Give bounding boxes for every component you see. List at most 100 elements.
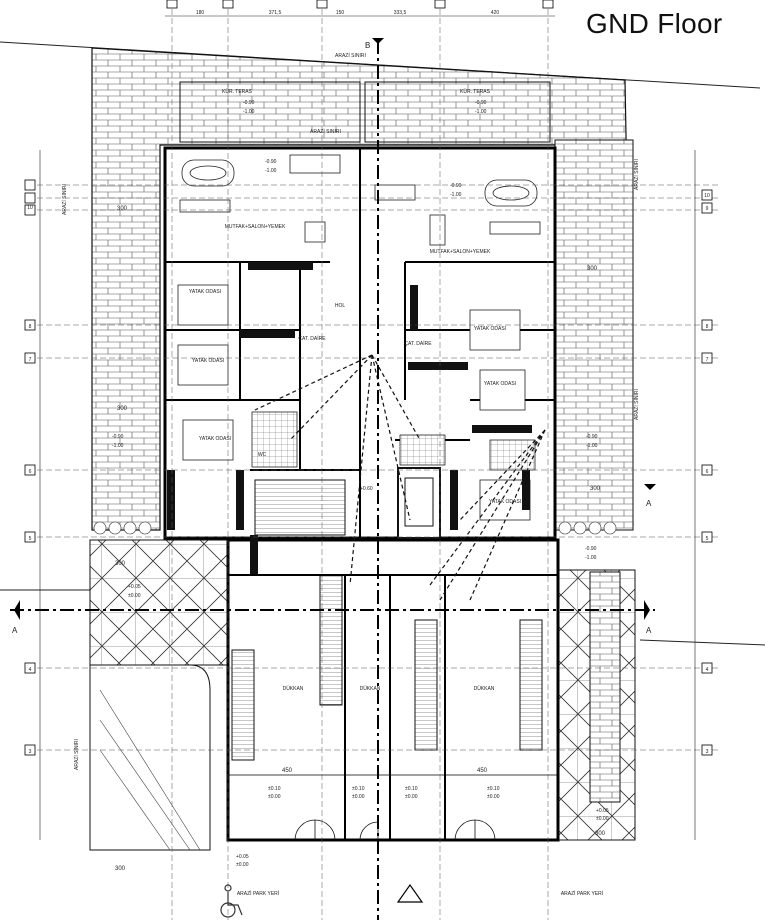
elevation-marks: -0.90 -1.00 -0.90 -1.00 -0.90 -1.00 -0.9…: [112, 100, 609, 868]
top-dimension-labels: 180 371,5 150 333,5 420: [196, 10, 500, 16]
axis-label: 6: [29, 469, 32, 475]
section-marker-a-mid: A: [646, 499, 652, 508]
room-label-shop: DÜKKAN: [474, 685, 495, 692]
boundary-label: ARAZİ SINIRI: [310, 128, 341, 135]
dimension-label: 300: [590, 486, 601, 492]
section-markers: A A A B: [12, 38, 656, 903]
elevation-label: ±0.10: [268, 786, 281, 792]
page-title: GND Floor: [586, 8, 723, 39]
dimension-label: 150: [336, 10, 345, 16]
axis-grid: [28, 0, 720, 920]
room-label-bedroom: YATAK ODASI: [474, 326, 506, 332]
section-marker-b: B: [365, 41, 370, 50]
shrubs: [93, 521, 617, 535]
elevation-label: ±0.10: [487, 786, 500, 792]
dimension-label: 300: [595, 831, 606, 837]
section-marker-a-right: A: [646, 626, 652, 635]
dimension-label: 300: [117, 406, 128, 412]
shop-walls: [228, 574, 558, 840]
dimension-label: 300: [587, 266, 598, 272]
room-label-terrace: KÜR. TERAS: [222, 88, 253, 95]
room-label-bedroom: YATAK ODASI: [189, 289, 221, 295]
boundary-label: ARAZİ SINIRI: [61, 184, 68, 215]
wheelchair-icon: [220, 884, 243, 918]
roof-terraces: [179, 81, 551, 143]
wet-areas: [251, 411, 536, 471]
elevation-label: -0.90: [265, 159, 277, 165]
axis-label: 9: [706, 206, 709, 212]
room-label-shop: DÜKKAN: [360, 685, 381, 692]
elevation-label: ±0.00: [487, 794, 500, 800]
room-label-bedroom: YATAK ODASI: [489, 499, 521, 505]
room-label-bath: ÇAT. DAİRE: [298, 335, 326, 342]
boundary-label: ARAZİ SINIRI: [633, 159, 640, 190]
room-label-bedroom: YATAK ODASI: [192, 358, 224, 364]
elevation-label: -0.90: [112, 434, 124, 440]
elevation-label: -1.00: [475, 109, 487, 115]
elevation-label: -1.00: [450, 192, 462, 198]
stairs: [231, 467, 543, 761]
room-label-kitchen-left: MUTFAK+SALON+YEMEK: [225, 224, 286, 230]
elevation-label: +0.05: [596, 808, 609, 814]
elevation-label: -0.90: [585, 546, 597, 552]
boundary-labels: ARAZİ SINIRI ARAZİ SINIRI ARAZİ SINIRI A…: [61, 52, 640, 770]
axis-label: 7: [29, 357, 32, 363]
room-label-hall: HOL: [335, 303, 346, 309]
axis-bubbles-left: [24, 179, 36, 756]
elevation-label: +0.05: [236, 854, 249, 860]
elevation-label: -0.90: [450, 183, 462, 189]
axis-label: 3: [29, 749, 32, 755]
axis-label: 8: [29, 324, 32, 330]
boundary-label: ARAZİ SINIRI: [73, 739, 80, 770]
elevation-label: -1.00: [265, 168, 277, 174]
axis-label: 7: [706, 357, 709, 363]
dimension-label: 300: [115, 561, 126, 567]
elevation-label: ±0.10: [352, 786, 365, 792]
room-label-bedroom: YATAK ODASI: [199, 436, 231, 442]
axis-label: 10: [27, 205, 33, 211]
elevation-label: ±0.10: [405, 786, 418, 792]
elevation-label: -1.00: [585, 555, 597, 561]
axis-label: 3: [706, 749, 709, 755]
furniture: [177, 154, 541, 521]
section-marker-a-left: A: [12, 626, 18, 635]
axis-bubbles-right: [701, 189, 713, 756]
axis-label: 5: [706, 536, 709, 542]
misc-dimensions: 300 300 300 300 300 300 300 450 450: [115, 206, 606, 872]
room-labels: MUTFAK+SALON+YEMEK MUTFAK+SALON+YEMEK YA…: [189, 88, 603, 897]
axis-label: 6: [706, 469, 709, 475]
axis-label: 8: [706, 324, 709, 330]
elevation-label: -1.00: [112, 443, 124, 449]
room-label-kitchen-right: MUTFAK+SALON+YEMEK: [430, 249, 491, 255]
axis-bubbles-top: [166, 0, 554, 9]
axis-labels-left: 10 8 7 6 5 4 3: [27, 205, 33, 755]
elevation-label: ±0.00: [596, 816, 609, 822]
room-label-parking: ARAZİ PARK YERİ: [561, 890, 603, 897]
boundary-label: ARAZİ SINIRI: [633, 389, 640, 420]
room-label-bedroom: YATAK ODASI: [484, 381, 516, 387]
room-label-parking: ARAZİ PARK YERİ: [237, 890, 279, 897]
dimension-label: 450: [282, 768, 293, 774]
dimension-label: 450: [477, 768, 488, 774]
elevation-label: ±0.00: [128, 593, 141, 599]
section-lines: [10, 40, 655, 920]
axis-label: 10: [704, 193, 710, 199]
wardrobes: [167, 262, 532, 575]
elevation-label: +0.05: [128, 584, 141, 590]
dimension-label: 180: [196, 10, 205, 16]
elevation-label: -0.90: [586, 434, 598, 440]
elevation-label: ±0.00: [236, 862, 249, 868]
dimension-chains: [39, 15, 696, 840]
elevation-label: ±0.00: [268, 794, 281, 800]
axis-labels-right: 10 9 8 7 6 5 4 3: [704, 193, 710, 755]
dimension-label: 371,5: [269, 10, 282, 16]
boundary-label: ARAZİ SINIRI: [335, 52, 366, 59]
elevation-label: ±0.00: [352, 794, 365, 800]
elevation-label: +0.60: [360, 486, 373, 492]
axis-label: 5: [29, 536, 32, 542]
elevation-label: ±0.00: [405, 794, 418, 800]
dimension-label: 333,5: [394, 10, 407, 16]
dimension-label: 300: [115, 866, 126, 872]
elevation-label: -1.00: [586, 443, 598, 449]
room-label-wc: WC: [258, 452, 267, 458]
